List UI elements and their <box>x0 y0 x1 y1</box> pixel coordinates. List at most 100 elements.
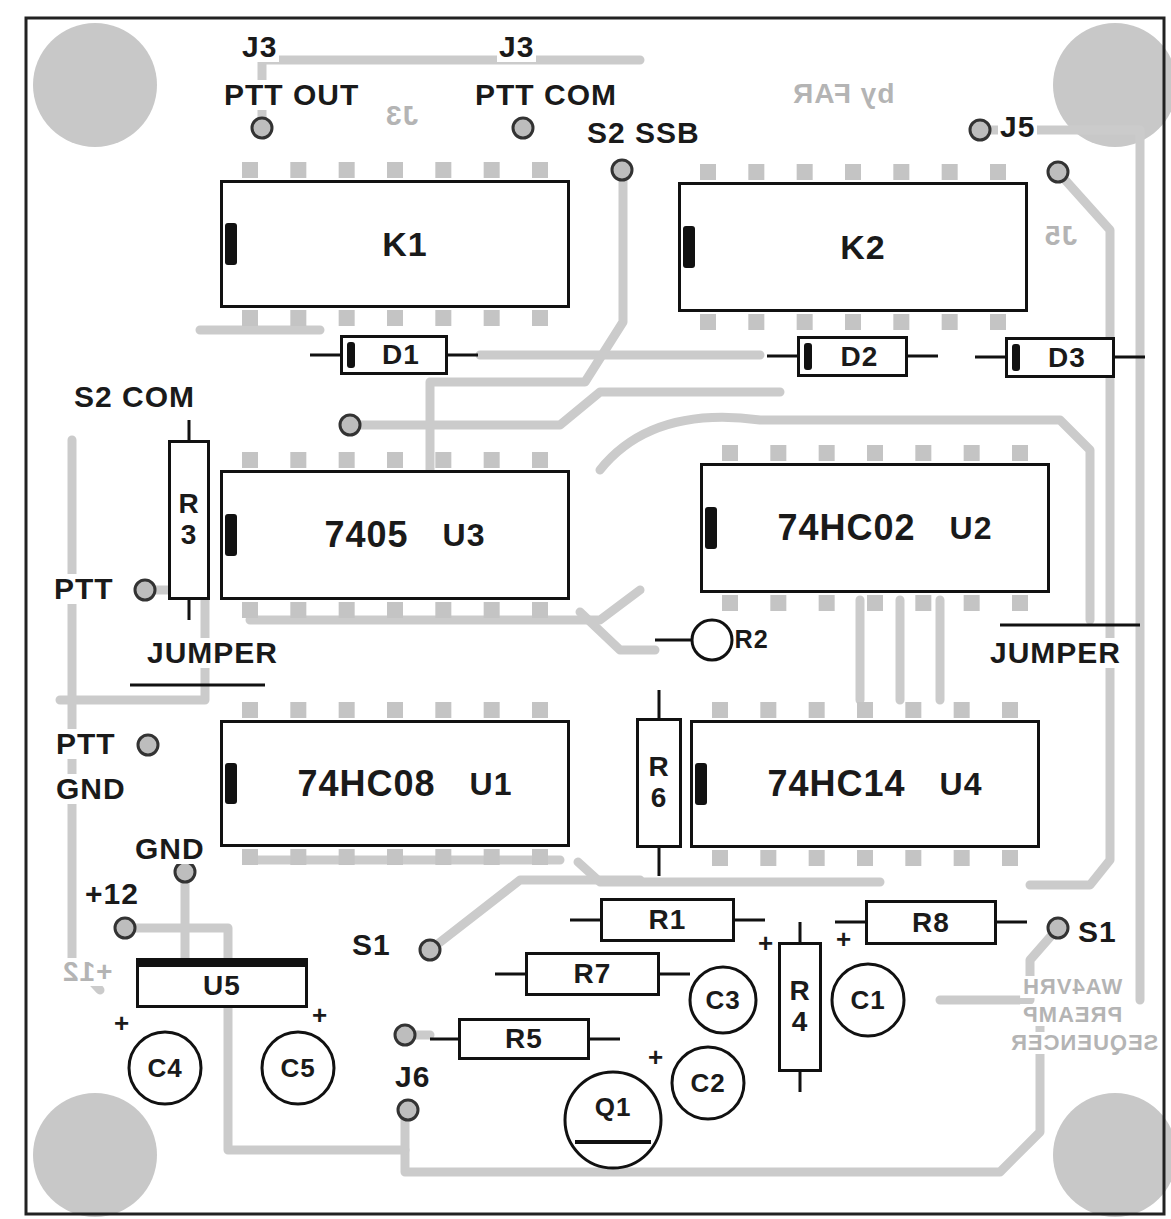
solder-pads <box>115 118 1068 1120</box>
component-label: 74HC08 <box>298 766 436 802</box>
relay-outline: K2 <box>678 182 1028 312</box>
pad <box>395 1025 415 1045</box>
ic-pad <box>700 314 716 330</box>
jumper-line <box>130 684 265 687</box>
ic-pad <box>954 850 970 866</box>
component-label: D3 <box>1048 344 1086 372</box>
polarity-mark: + <box>834 926 854 952</box>
component-label: C2 <box>690 1070 725 1096</box>
ic-pad <box>942 164 958 180</box>
ic-outline: 74HC08U1 <box>220 720 570 847</box>
cathode-band <box>1012 344 1020 371</box>
signal-label: J6 <box>393 1062 432 1092</box>
resistor-symbol: R2 <box>692 618 777 662</box>
ic-pad <box>387 310 403 326</box>
capacitor-symbol: C3 <box>688 965 758 1035</box>
ic-pad <box>760 702 776 718</box>
ic-pad <box>1002 702 1018 718</box>
signal-label: S1 <box>1076 917 1119 947</box>
resistor-symbol: R1 <box>600 898 735 942</box>
ic-pad <box>435 162 451 178</box>
diode-symbol: D2 <box>797 336 908 377</box>
signal-label: J3 <box>240 32 279 62</box>
ic-pad <box>339 162 355 178</box>
component-label: K2 <box>840 230 885 264</box>
signal-label: S2 SSB <box>585 118 702 148</box>
ic-pad <box>435 310 451 326</box>
polarity-mark: + <box>112 1010 132 1036</box>
ic-pad <box>1002 850 1018 866</box>
outline-circle <box>129 1032 201 1104</box>
transistor-symbol: Q1 <box>563 1070 663 1170</box>
ic-pad <box>387 849 403 865</box>
backside-silkscreen-text: J3 <box>383 102 420 130</box>
ic-pad <box>819 445 835 461</box>
ic-pad <box>722 445 738 461</box>
flat-side <box>575 1140 651 1144</box>
ic-pad <box>484 702 500 718</box>
component-label: D2 <box>841 343 879 371</box>
ic-pad <box>290 310 306 326</box>
outline-circle <box>672 1047 744 1119</box>
ic-pad <box>484 310 500 326</box>
ic-pad <box>990 314 1006 330</box>
ic-pad <box>748 164 764 180</box>
trace <box>125 928 405 1150</box>
ic-pad <box>760 850 776 866</box>
mounting-hole <box>33 23 157 147</box>
component-label: C4 <box>147 1055 182 1081</box>
backside-silkscreen-text: J5 <box>1042 222 1079 250</box>
polarity-mark: + <box>310 1002 330 1028</box>
ic-pad <box>387 162 403 178</box>
board-outline <box>26 18 1164 1214</box>
ic-pad <box>387 452 403 468</box>
ic-pad <box>700 164 716 180</box>
pad <box>970 120 990 140</box>
ic-pad <box>712 850 728 866</box>
component-label: K1 <box>382 227 427 261</box>
ic-pad <box>964 595 980 611</box>
ic-pad <box>893 314 909 330</box>
component-label: R2 <box>735 627 769 652</box>
ic-pad <box>532 702 548 718</box>
ic-outline: 7405U3 <box>220 470 570 600</box>
ic-pad <box>484 602 500 618</box>
component-label: C1 <box>850 987 885 1013</box>
component-label: R 4 <box>785 976 816 1038</box>
ic-pad <box>339 452 355 468</box>
component-label: 74HC02 <box>778 510 916 546</box>
signal-label: J5 <box>998 112 1037 142</box>
ic-pad <box>532 310 548 326</box>
cathode-band <box>347 342 355 368</box>
signal-label: GND <box>54 774 128 804</box>
ic-pad <box>893 164 909 180</box>
mounting-hole <box>33 1093 157 1217</box>
ic-pad <box>290 452 306 468</box>
ic-pad <box>339 849 355 865</box>
pad <box>138 735 158 755</box>
ic-pad <box>339 602 355 618</box>
relay-outline: K1 <box>220 180 570 308</box>
outline-circle <box>692 620 732 660</box>
component-label: R 6 <box>644 752 675 814</box>
pad <box>1048 918 1068 938</box>
ic-pad <box>954 702 970 718</box>
outline-circle <box>832 964 904 1036</box>
ic-pad <box>290 702 306 718</box>
pad <box>252 118 272 138</box>
regulator-outline: U5 <box>136 958 308 1008</box>
ic-pad <box>905 850 921 866</box>
ic-pad <box>532 452 548 468</box>
signal-label: JUMPER <box>145 638 280 668</box>
signal-label: S1 <box>350 930 393 960</box>
ic-pad <box>435 602 451 618</box>
component-label: R 3 <box>174 489 205 551</box>
signal-label: S2 COM <box>72 382 197 412</box>
pad <box>115 918 135 938</box>
ic-pad <box>905 702 921 718</box>
pin1-notch <box>225 223 237 264</box>
pad <box>1048 162 1068 182</box>
pin1-notch <box>705 507 717 549</box>
ic-pad <box>712 702 728 718</box>
